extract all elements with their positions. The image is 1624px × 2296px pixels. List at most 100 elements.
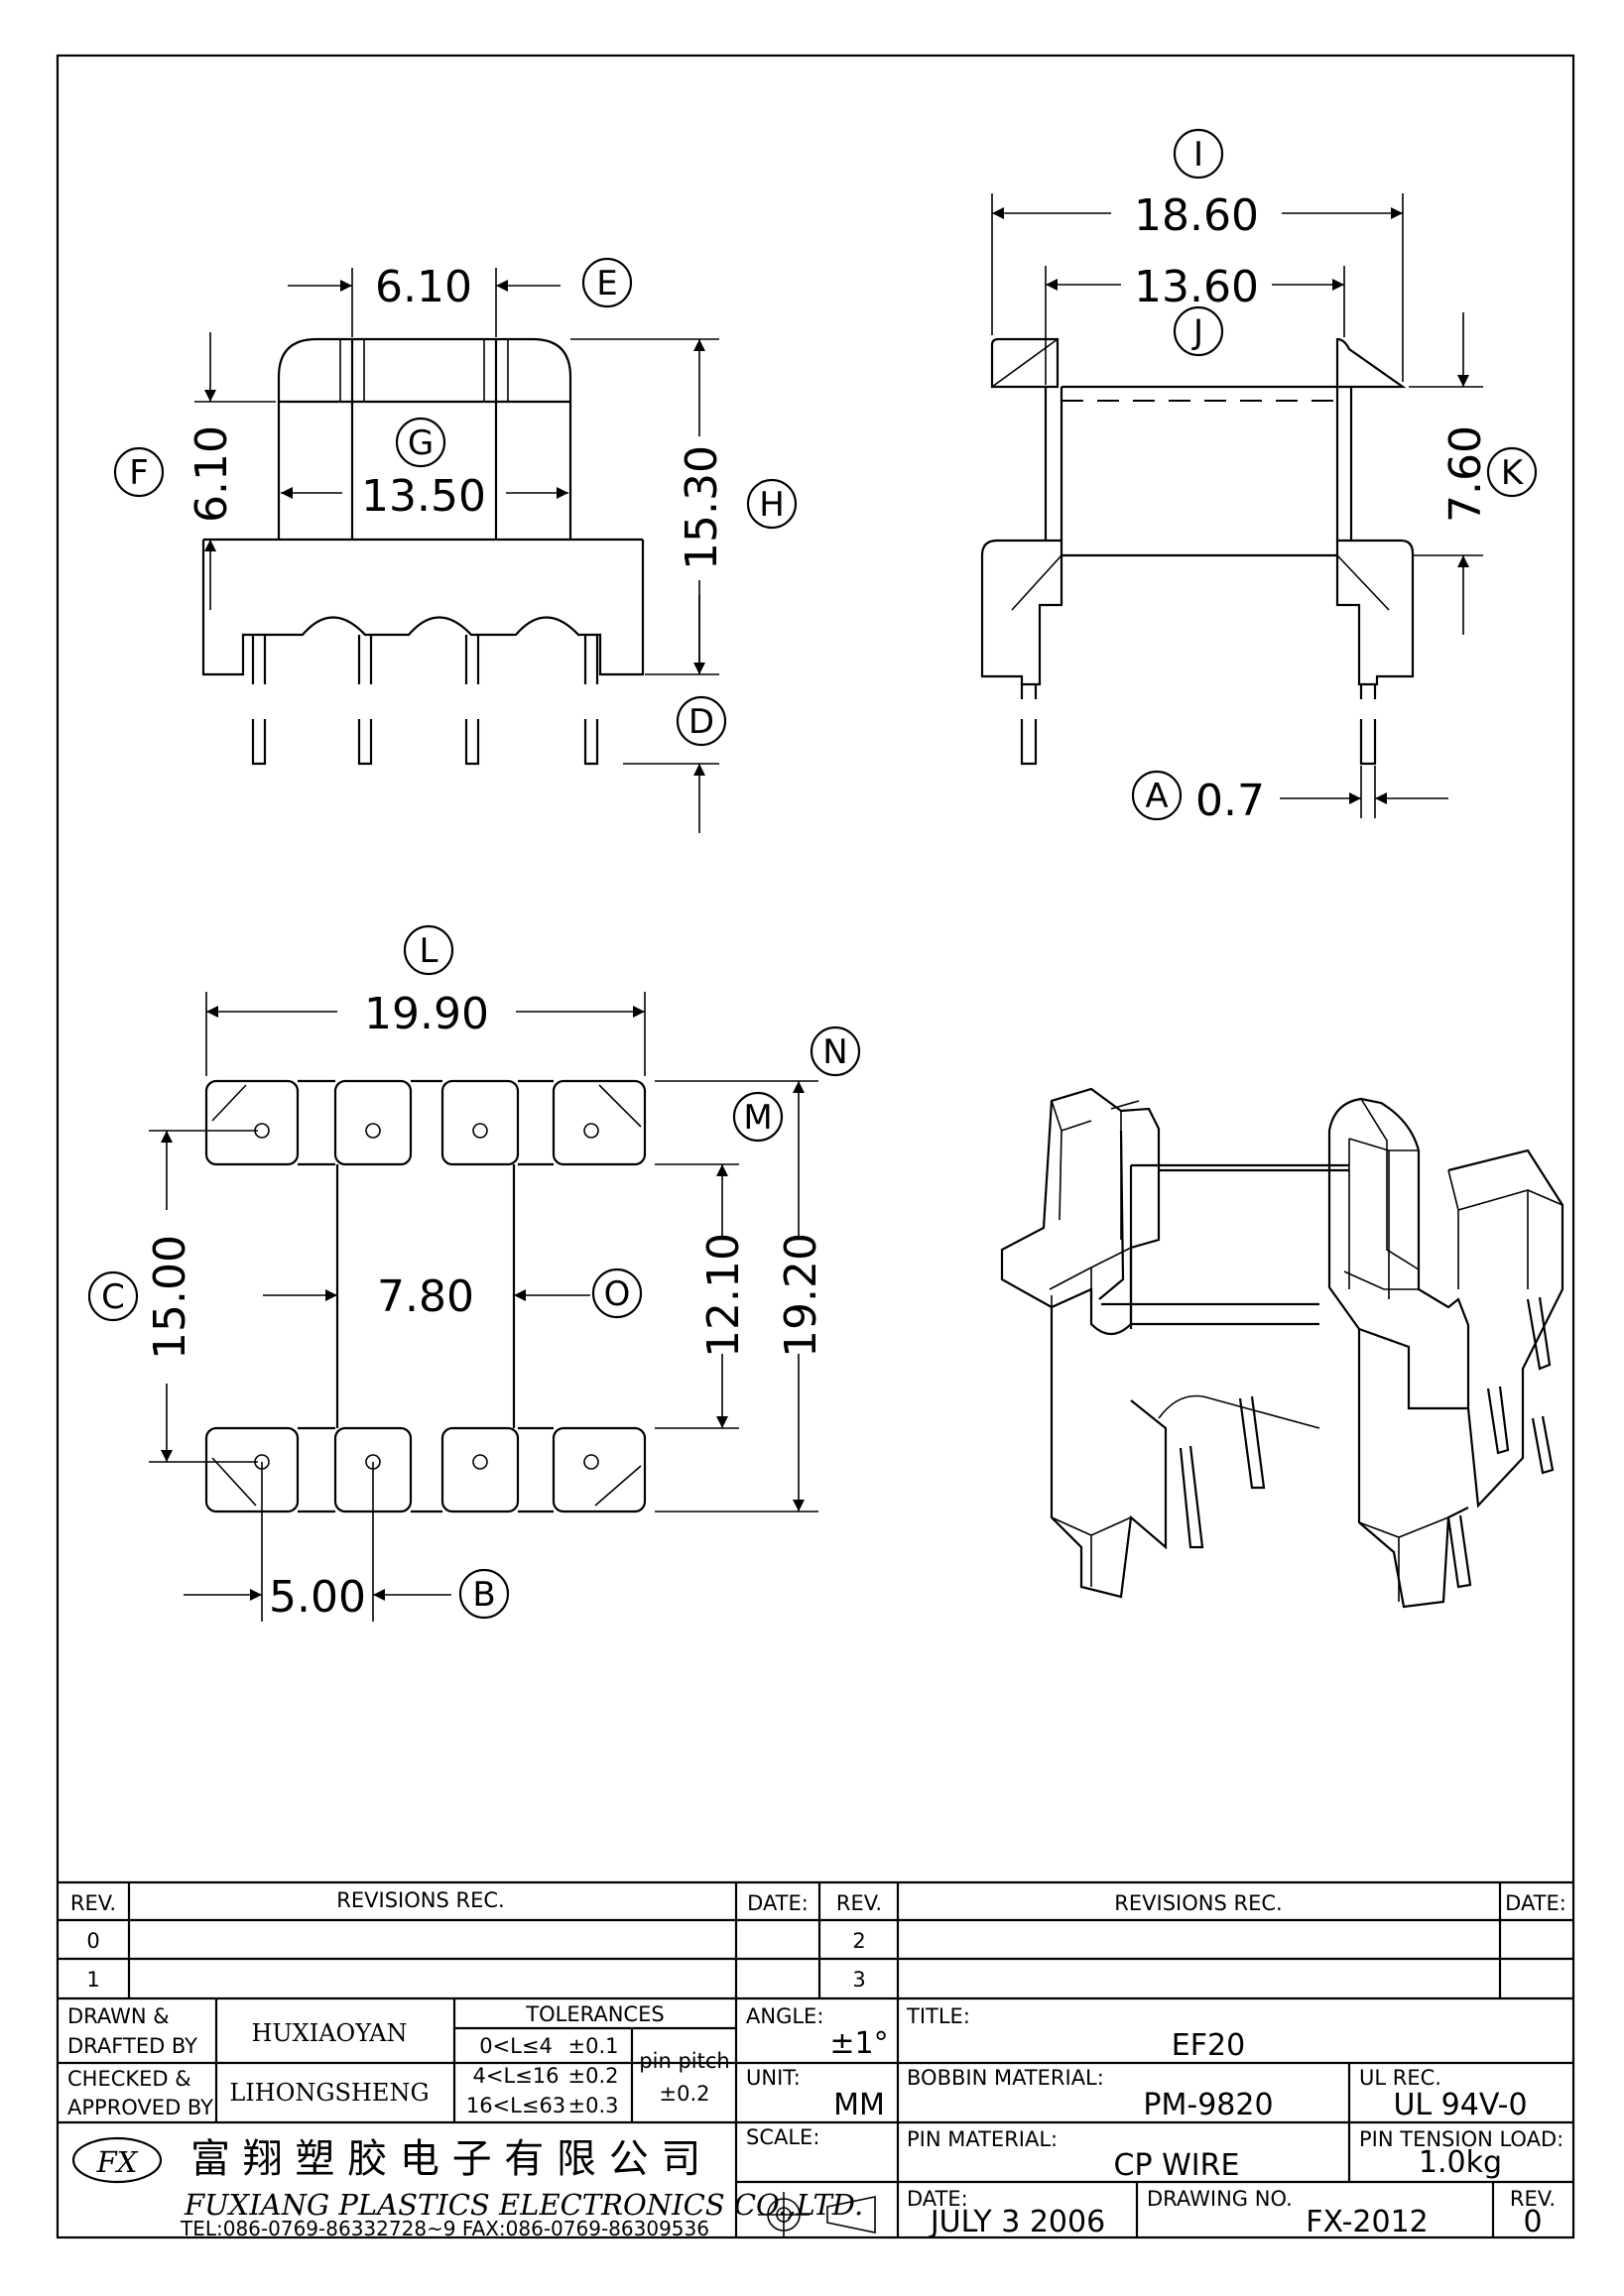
svg-text:0: 0 [86, 1929, 99, 1953]
svg-text:TOLERANCES: TOLERANCES [525, 2002, 664, 2026]
svg-text:UL 94V-0: UL 94V-0 [1393, 2088, 1527, 2122]
callout-o: O [591, 1268, 643, 1319]
svg-text:H: H [759, 485, 785, 525]
svg-text:PM-9820: PM-9820 [1143, 2088, 1273, 2122]
svg-text:2: 2 [852, 1929, 865, 1953]
svg-text:4<L≤16: 4<L≤16 [473, 2064, 560, 2088]
callout-g: G [395, 417, 446, 468]
callout-f: F [113, 446, 165, 498]
svg-text:CP WIRE: CP WIRE [1114, 2148, 1240, 2183]
svg-text:F: F [129, 453, 149, 493]
svg-text:G: G [408, 423, 434, 463]
callout-k: K [1486, 446, 1538, 498]
dim-6-10-vertical: 6.10 [187, 425, 237, 523]
bottom-view: 19.90 L 15.00 C 7.80 O 12.10 M [87, 924, 861, 1623]
dim-12-10: 12.10 [698, 1233, 749, 1358]
svg-text:HUXIAOYAN: HUXIAOYAN [251, 2019, 407, 2047]
svg-text:DATE:: DATE: [907, 2187, 968, 2211]
svg-text:±0.3: ±0.3 [568, 2094, 619, 2117]
dim-13-50: 13.50 [361, 471, 486, 522]
sheet-border [56, 54, 1575, 2239]
dim-15-00: 15.00 [145, 1235, 195, 1360]
callout-j: J [1173, 305, 1224, 357]
svg-text:E: E [596, 264, 617, 303]
svg-text:L: L [420, 931, 438, 971]
svg-text:N: N [822, 1032, 847, 1072]
dim-13-60: 13.60 [1134, 262, 1259, 312]
svg-text:CHECKED &: CHECKED & [67, 2067, 191, 2091]
svg-text:EF20: EF20 [1172, 2028, 1245, 2063]
svg-text:0: 0 [1523, 2205, 1542, 2239]
svg-text:JULY 3 2006: JULY 3 2006 [929, 2205, 1105, 2239]
svg-text:UNIT:: UNIT: [746, 2066, 801, 2090]
svg-text:SCALE:: SCALE: [746, 2125, 819, 2149]
svg-text:UL REC.: UL REC. [1359, 2066, 1441, 2090]
dim-18-60: 18.60 [1134, 190, 1259, 241]
svg-text:1: 1 [86, 1968, 99, 1992]
svg-text:M: M [743, 1098, 772, 1138]
callout-m: M [732, 1091, 784, 1143]
svg-text:REVISIONS REC.: REVISIONS REC. [1114, 1891, 1282, 1915]
svg-text:LIHONGSHENG: LIHONGSHENG [229, 2079, 429, 2107]
callout-e: E [581, 257, 633, 308]
dim-19-90: 19.90 [364, 989, 489, 1039]
svg-text:PIN MATERIAL:: PIN MATERIAL: [907, 2127, 1058, 2151]
callout-b: B [458, 1568, 510, 1620]
svg-text:FX-2012: FX-2012 [1306, 2205, 1429, 2239]
svg-text:ANGLE:: ANGLE: [746, 2004, 823, 2028]
svg-text:APPROVED BY: APPROVED BY [67, 2096, 213, 2119]
dim-19-20: 19.20 [776, 1233, 826, 1358]
svg-text:O: O [604, 1274, 631, 1314]
company-contact: TEL:086-0769-86332728~9 FAX:086-0769-863… [180, 2217, 709, 2240]
svg-text:±1°: ±1° [829, 2026, 888, 2061]
callout-n: N [810, 1026, 861, 1077]
company-logo: FX [71, 2136, 163, 2184]
title-block: REV. REVISIONS REC. DATE: REV. REVISIONS… [58, 1880, 1573, 2240]
svg-text:DRAWN &: DRAWN & [67, 2004, 170, 2028]
isometric-view [1000, 1087, 1564, 1609]
svg-text:I: I [1193, 135, 1203, 175]
dim-5-00: 5.00 [269, 1572, 366, 1623]
svg-text:±0.1: ±0.1 [568, 2034, 619, 2058]
svg-text:C: C [101, 1277, 125, 1317]
front-view: 6.10 E 6.10 F 13.50 G 15.30 H [113, 257, 798, 833]
callout-c: C [87, 1270, 139, 1322]
svg-text:REV.: REV. [70, 1891, 116, 1915]
svg-text:REV.: REV. [836, 1891, 882, 1915]
svg-text:1.0kg: 1.0kg [1419, 2145, 1502, 2180]
svg-text:DATE:: DATE: [747, 1891, 809, 1915]
svg-text:FX: FX [96, 2145, 139, 2179]
company-name-cn: 富 翔 塑 胶 电 子 有 限 公 司 [190, 2136, 700, 2182]
svg-text:DATE:: DATE: [1505, 1891, 1566, 1915]
dim-15-30: 15.30 [677, 445, 727, 570]
svg-text:pin pitch: pin pitch [639, 2049, 729, 2073]
svg-text:DRAWING NO.: DRAWING NO. [1147, 2187, 1293, 2211]
dim-7-80: 7.80 [377, 1271, 474, 1322]
company-name-en: FUXIANG PLASTICS ELECTRONICS CO.,LTD. [184, 2188, 863, 2222]
callout-a: A [1131, 770, 1183, 821]
svg-text:MM: MM [833, 2088, 885, 2122]
svg-text:BOBBIN MATERIAL:: BOBBIN MATERIAL: [907, 2066, 1104, 2090]
callout-i: I [1173, 128, 1224, 180]
callout-l: L [403, 924, 454, 976]
dim-6-10-top: 6.10 [375, 262, 472, 312]
svg-text:16<L≤63: 16<L≤63 [466, 2094, 565, 2117]
dim-7-60: 7.60 [1440, 425, 1491, 523]
svg-text:REV.: REV. [1510, 2187, 1556, 2211]
svg-text:±0.2: ±0.2 [568, 2064, 619, 2088]
projection-symbol-icon [758, 2192, 876, 2237]
svg-text:B: B [472, 1575, 495, 1615]
dim-0-7: 0.7 [1195, 776, 1265, 826]
svg-text:J: J [1191, 312, 1203, 352]
svg-text:3: 3 [852, 1968, 865, 1992]
svg-text:±0.2: ±0.2 [660, 2082, 710, 2106]
svg-text:A: A [1145, 777, 1168, 816]
svg-text:D: D [688, 702, 714, 742]
callout-d: D [676, 695, 727, 747]
side-view: 18.60 I 13.60 J 7.60 K 0.7 [980, 128, 1538, 826]
svg-text:REVISIONS REC.: REVISIONS REC. [336, 1888, 504, 1912]
svg-text:TITLE:: TITLE: [906, 2004, 970, 2028]
svg-text:DRAFTED BY: DRAFTED BY [67, 2034, 197, 2058]
svg-text:0<L≤4: 0<L≤4 [479, 2034, 553, 2058]
